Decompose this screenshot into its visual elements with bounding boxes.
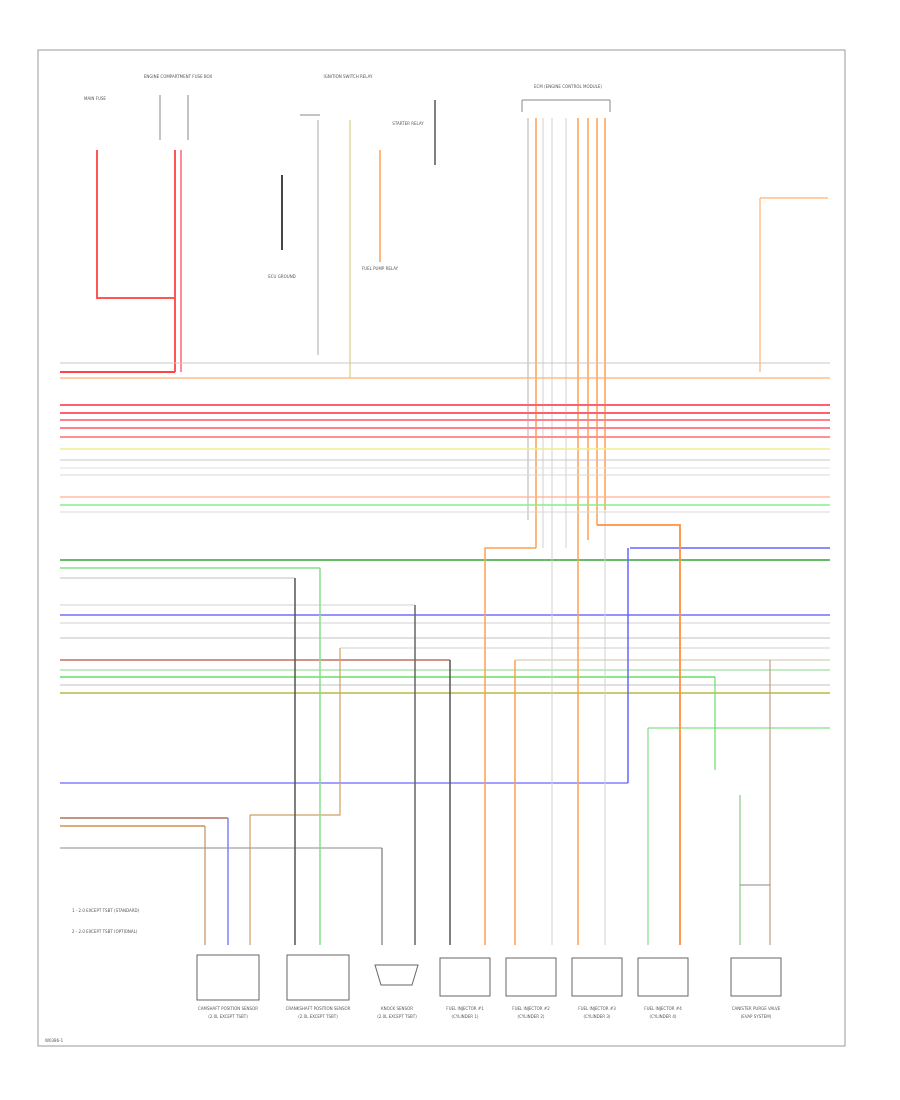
note-2: 2 - 2.0 EXCEPT TSBT (OPTIONAL) xyxy=(72,929,138,934)
component-label: FUEL INJECTOR #3 xyxy=(578,1006,616,1011)
note-1: 1 - 2.0 EXCEPT TSBT (STANDARD) xyxy=(72,908,140,913)
component-label: CAMSHAFT POSITION SENSOR xyxy=(198,1006,258,1011)
components: CAMSHAFT POSITION SENSOR (2.0L EXCEPT TS… xyxy=(196,954,782,1019)
component-label: KNOCK SENSOR xyxy=(381,1006,413,1011)
fuel-injector-2 xyxy=(505,957,557,997)
fuel-injector-3 xyxy=(571,957,623,997)
component-label: CANISTER PURGE VALVE xyxy=(732,1006,781,1011)
component-sublabel: (EVAP SYSTEM) xyxy=(741,1014,772,1019)
component-label: FUEL INJECTOR #2 xyxy=(512,1006,550,1011)
starter-relay-label: STARTER RELAY xyxy=(392,121,424,126)
component-label: CRANKSHAFT POSITION SENSOR xyxy=(286,1006,351,1011)
fuel-injector-4 xyxy=(637,957,689,997)
component-sublabel: (CYLINDER 4) xyxy=(650,1014,677,1019)
crankshaft-position-sensor xyxy=(286,954,350,1001)
camshaft-position-sensor xyxy=(196,954,260,1001)
ecu-ground-label: ECU GROUND xyxy=(268,274,296,279)
component-sublabel: (CYLINDER 2) xyxy=(518,1014,545,1019)
vertical-drops xyxy=(204,510,771,945)
top-section: MAIN FUSE ENGINE COMPARTMENT FUSE BOX EC… xyxy=(84,74,828,548)
canister-purge-valve xyxy=(730,957,782,997)
fuel-injector-1 xyxy=(439,957,491,997)
component-sublabel: (CYLINDER 1) xyxy=(452,1014,479,1019)
component-sublabel: (2.0L EXCEPT TSBT) xyxy=(377,1014,417,1019)
ecm-pin-stubs xyxy=(527,118,606,548)
component-sublabel: (CYLINDER 3) xyxy=(584,1014,611,1019)
bus-wires xyxy=(60,362,830,849)
power-dist-label: ENGINE COMPARTMENT FUSE BOX xyxy=(144,74,213,79)
component-sublabel: (2.0L EXCEPT TSBT) xyxy=(298,1014,338,1019)
component-sublabel: (2.0L EXCEPT TSBT) xyxy=(208,1014,248,1019)
diagram-frame xyxy=(37,49,846,1047)
footer-code: W0386-1 xyxy=(45,1038,64,1043)
ignition-relay-label: IGNITION SWITCH RELAY xyxy=(324,74,373,79)
ecm-connector-label: ECM (ENGINE CONTROL MODULE) xyxy=(534,84,602,89)
main-fuse-label: MAIN FUSE xyxy=(84,96,106,101)
fuel-pump-relay-label: FUEL PUMP RELAY xyxy=(362,266,399,271)
component-label: FUEL INJECTOR #1 xyxy=(446,1006,484,1011)
knock-sensor xyxy=(374,964,419,986)
component-label: FUEL INJECTOR #4 xyxy=(644,1006,682,1011)
